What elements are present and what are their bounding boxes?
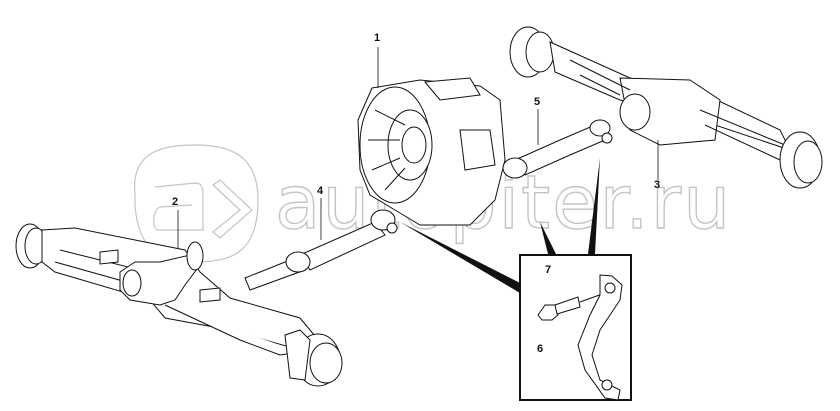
rear-axle — [509, 26, 823, 189]
callout-4: 4 — [317, 185, 324, 197]
inset-pointers — [400, 158, 600, 293]
detail-inset — [519, 254, 632, 401]
callout-2: 2 — [172, 196, 179, 208]
watermark-text: autopiter.ru — [275, 160, 732, 246]
callout-3: 3 — [654, 179, 661, 191]
callout-6: 6 — [537, 343, 544, 355]
propeller-shaft-front — [244, 209, 398, 291]
gearbox — [357, 77, 506, 226]
strap-part-6 — [577, 274, 623, 401]
propeller-shaft-rear — [502, 119, 613, 179]
callout-5: 5 — [534, 96, 541, 108]
front-axle — [15, 223, 343, 387]
callout-7: 7 — [545, 264, 552, 276]
callout-1: 1 — [374, 32, 381, 44]
